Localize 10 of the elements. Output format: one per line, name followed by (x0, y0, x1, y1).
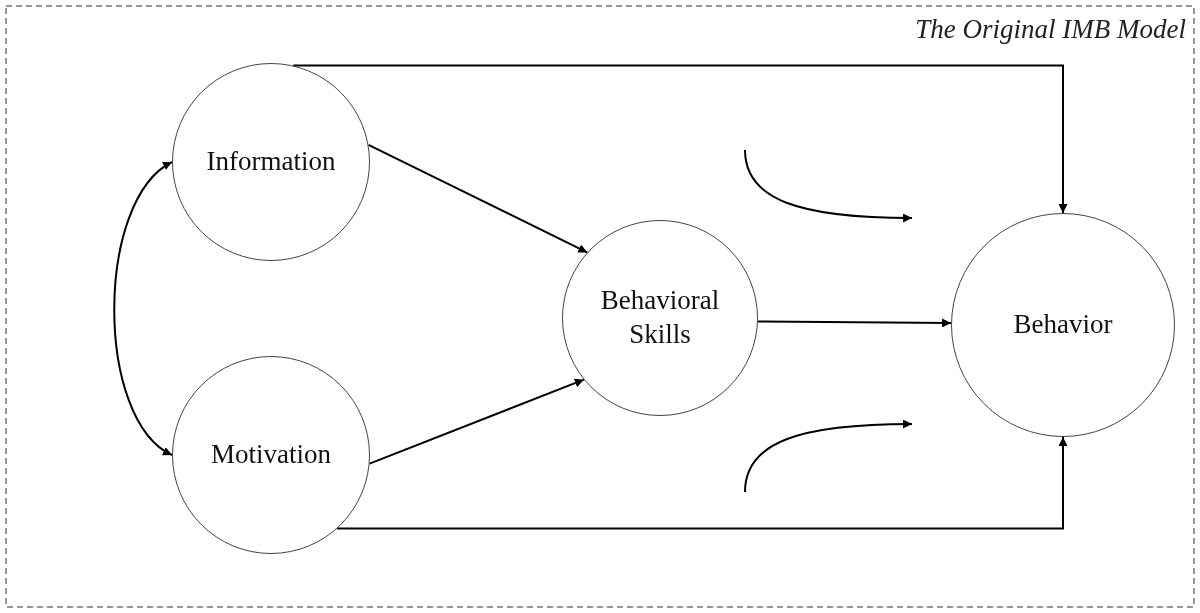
arrow (756, 318, 952, 328)
node-label: Behavioral Skills (599, 284, 721, 351)
arrow (113, 161, 173, 456)
arrow (336, 436, 1068, 530)
arrow (367, 143, 589, 254)
node-label: Behavior (1013, 308, 1113, 342)
arrow (368, 378, 585, 465)
node-label: Information (206, 145, 336, 179)
arrow (292, 64, 1068, 214)
node-label: Motivation (211, 438, 331, 472)
